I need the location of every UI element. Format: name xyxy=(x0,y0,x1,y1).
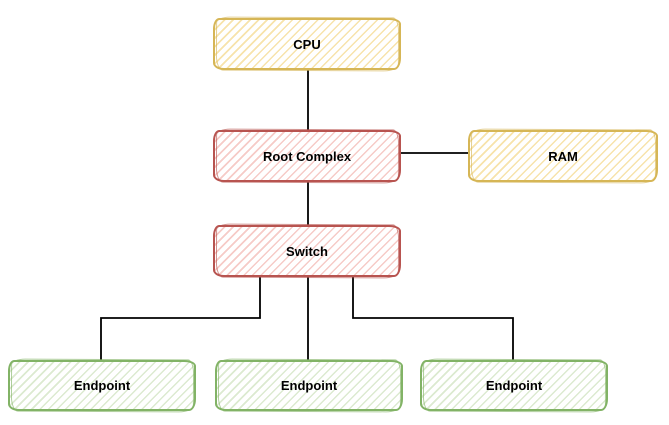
node-label: Switch xyxy=(286,243,328,259)
node-label: CPU xyxy=(293,36,321,52)
edge-switch-endpoint-1 xyxy=(100,276,261,361)
node-label: RAM xyxy=(548,148,578,164)
node-ram: RAM xyxy=(468,130,658,182)
node-label: Endpoint xyxy=(485,378,543,393)
node-endpoint-2: Endpoint xyxy=(215,360,403,411)
node-label: Root Complex xyxy=(262,148,352,164)
edge-switch-endpoint-3 xyxy=(352,276,514,361)
node-switch: Switch xyxy=(213,225,401,277)
node-label: Endpoint xyxy=(73,378,131,393)
node-cpu: CPU xyxy=(213,18,401,70)
node-endpoint-1: Endpoint xyxy=(8,360,196,411)
node-endpoint-3: Endpoint xyxy=(420,360,608,411)
node-label: Endpoint xyxy=(280,378,338,393)
node-root-complex: Root Complex xyxy=(213,130,401,182)
